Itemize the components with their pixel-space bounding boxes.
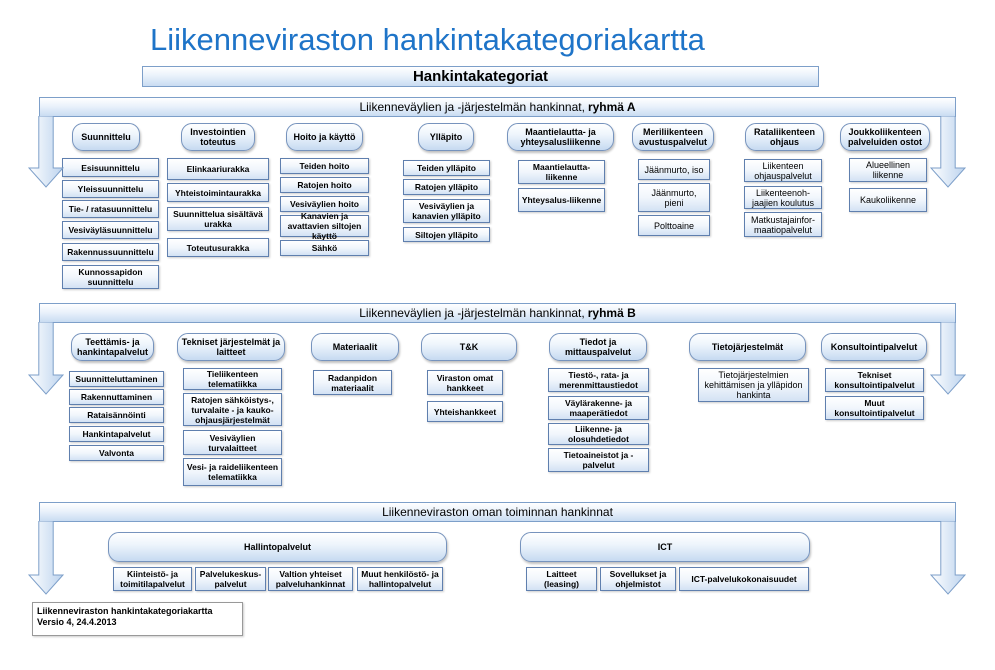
group-a-item-2-4: Sähkö: [280, 240, 369, 256]
group-a-item-2-2: Vesiväylien hoito: [280, 196, 369, 212]
group-b-header-2: Materiaalit: [311, 333, 399, 361]
group-b-item-0-4: Valvonta: [69, 445, 164, 461]
group-a-item-4-0: Maantielautta-liikenne: [518, 160, 605, 184]
group-b-item-3-0: Viraston omat hankkeet: [427, 370, 503, 395]
group-b-item-2-0: Radanpidon materiaalit: [313, 370, 392, 395]
group-a-item-7-0: Alueellinen liikenne: [849, 158, 927, 182]
group-a-item-1-1: Yhteistoimintaurakka: [167, 183, 269, 202]
group-a-item-3-2: Vesiväylien ja kanavien ylläpito: [403, 199, 490, 223]
group-a-header-0: Suunnittelu: [72, 123, 140, 151]
group-a-item-1-0: Elinkaariurakka: [167, 158, 269, 180]
group-b-item-4-0: Tiestö-, rata- ja merenmittaustiedot: [548, 368, 649, 392]
group-b-header-4: Tiedot ja mittauspalvelut: [549, 333, 647, 361]
group-a-item-3-1: Ratojen ylläpito: [403, 179, 490, 195]
group-a-item-3-3: Siltojen ylläpito: [403, 227, 490, 242]
band-group-b-group-id: ryhmä B: [587, 306, 636, 320]
band-group-a-group-id: ryhmä A: [587, 100, 636, 114]
band-group-b: Liikenneväylien ja -järjestelmän hankinn…: [39, 303, 956, 323]
band-group-b-label: Liikenneväylien ja -järjestelmän hankinn…: [359, 306, 585, 320]
group-b-item-6-1: Muut konsultointipalvelut: [825, 396, 924, 420]
arrow-b-right: [930, 322, 966, 395]
band-group-a-label: Liikenneväylien ja -järjestelmän hankinn…: [359, 100, 585, 114]
group-b-header-6: Konsultointipalvelut: [821, 333, 927, 361]
group-b-item-0-3: Hankintapalvelut: [69, 426, 164, 442]
footer-box: Liikenneviraston hankintakategoriakartta…: [32, 602, 243, 636]
group-a-item-0-1: Yleissuunnittelu: [62, 180, 159, 198]
group-a-header-3: Ylläpito: [418, 123, 474, 151]
footer-title: Liikenneviraston hankintakategoriakartta: [37, 606, 213, 616]
group-b-item-4-1: Väylärakenne- ja maaperätiedot: [548, 396, 649, 420]
group-c-item-0-2: Valtion yhteiset palveluhankinnat: [268, 567, 353, 591]
group-a-item-2-0: Teiden hoito: [280, 158, 369, 174]
group-b-item-1-2: Vesiväylien turvalaitteet: [183, 430, 282, 455]
group-b-item-5-0: Tietojärjestelmien kehittämisen ja ylläp…: [698, 368, 809, 402]
group-c-header-0: Hallintopalvelut: [108, 532, 447, 562]
group-b-item-6-0: Tekniset konsultointipalvelut: [825, 368, 924, 392]
arrow-c-left: [28, 521, 64, 595]
group-a-item-5-0: Jäänmurto, iso: [638, 159, 710, 180]
arrow-b-left: [28, 322, 64, 395]
group-a-item-2-3: Kanavien ja avattavien siltojen käyttö: [280, 211, 369, 241]
band-group-c: Liikenneviraston oman toiminnan hankinna…: [39, 502, 956, 522]
group-a-item-5-2: Polttoaine: [638, 215, 710, 236]
group-a-header-1: Investointien toteutus: [181, 123, 255, 151]
group-a-item-6-1: Liikenteenoh-jaajien koulutus: [744, 186, 822, 209]
group-b-item-0-1: Rakennuttaminen: [69, 389, 164, 405]
footer-version: Versio 4, 24.4.2013: [37, 617, 117, 627]
group-b-item-0-0: Suunnitteluttaminen: [69, 371, 164, 387]
group-a-item-4-1: Yhteysalus-liikenne: [518, 188, 605, 212]
arrow-c-right: [930, 521, 966, 595]
group-c-item-1-2: ICT-palvelukokonaisuudet: [679, 567, 809, 591]
band-group-a: Liikenneväylien ja -järjestelmän hankinn…: [39, 97, 956, 117]
group-a-item-0-2: Tie- / ratasuunnittelu: [62, 200, 159, 218]
group-a-header-7: Joukkoliikenteen palveluiden ostot: [840, 123, 930, 151]
page-title: Liikenneviraston hankintakategoriakartta: [150, 22, 705, 57]
group-b-header-1: Tekniset järjestelmät ja laitteet: [177, 333, 285, 361]
group-a-item-0-4: Rakennussuunnittelu: [62, 243, 159, 261]
group-a-header-4: Maantielautta- ja yhteysalusliikenne: [507, 123, 614, 151]
group-a-header-2: Hoito ja käyttö: [286, 123, 363, 151]
group-a-item-3-0: Teiden ylläpito: [403, 160, 490, 176]
group-a-item-6-2: Matkustajainfor-maatiopalvelut: [744, 212, 822, 237]
arrow-a-right: [930, 116, 966, 188]
group-b-item-3-1: Yhteishankkeet: [427, 401, 503, 422]
group-b-header-5: Tietojärjestelmät: [689, 333, 806, 361]
group-b-header-0: Teettämis- ja hankintapalvelut: [71, 333, 154, 361]
group-c-item-1-1: Sovellukset ja ohjelmistot: [600, 567, 676, 591]
categories-bar: Hankintakategoriat: [142, 66, 819, 87]
group-a-item-0-5: Kunnossapidon suunnittelu: [62, 265, 159, 289]
group-b-item-1-1: Ratojen sähköistys-, turvalaite - ja kau…: [183, 393, 282, 426]
group-b-header-3: T&K: [421, 333, 517, 361]
group-a-item-5-1: Jäänmurto, pieni: [638, 183, 710, 212]
group-b-item-4-3: Tietoaineistot ja -palvelut: [548, 448, 649, 472]
group-a-item-0-3: Vesiväyläsuunnittelu: [62, 221, 159, 239]
group-a-header-5: Meriliikenteen avustuspalvelut: [632, 123, 714, 151]
group-c-item-1-0: Laitteet (leasing): [526, 567, 597, 591]
group-a-item-7-1: Kaukoliikenne: [849, 188, 927, 212]
group-b-item-4-2: Liikenne- ja olosuhdetiedot: [548, 423, 649, 445]
group-c-item-0-3: Muut henkilöstö- ja hallintopalvelut: [357, 567, 443, 591]
group-a-item-0-0: Esisuunnittelu: [62, 158, 159, 177]
group-a-item-2-1: Ratojen hoito: [280, 177, 369, 193]
group-c-header-1: ICT: [520, 532, 810, 562]
group-c-item-0-1: Palvelukeskus-palvelut: [195, 567, 266, 591]
group-a-item-1-3: Toteutusurakka: [167, 238, 269, 257]
group-b-item-1-0: Tieliikenteen telematiikka: [183, 368, 282, 390]
group-c-item-0-0: Kiinteistö- ja toimitilapalvelut: [113, 567, 192, 591]
group-a-item-1-2: Suunnittelua sisältävä urakka: [167, 207, 269, 231]
group-b-item-0-2: Rataisännöinti: [69, 407, 164, 423]
group-a-header-6: Rataliikenteen ohjaus: [745, 123, 824, 151]
group-b-item-1-3: Vesi- ja raideliikenteen telematiikka: [183, 458, 282, 486]
group-a-item-6-0: Liikenteen ohjauspalvelut: [744, 159, 822, 182]
arrow-a-left: [28, 116, 64, 188]
